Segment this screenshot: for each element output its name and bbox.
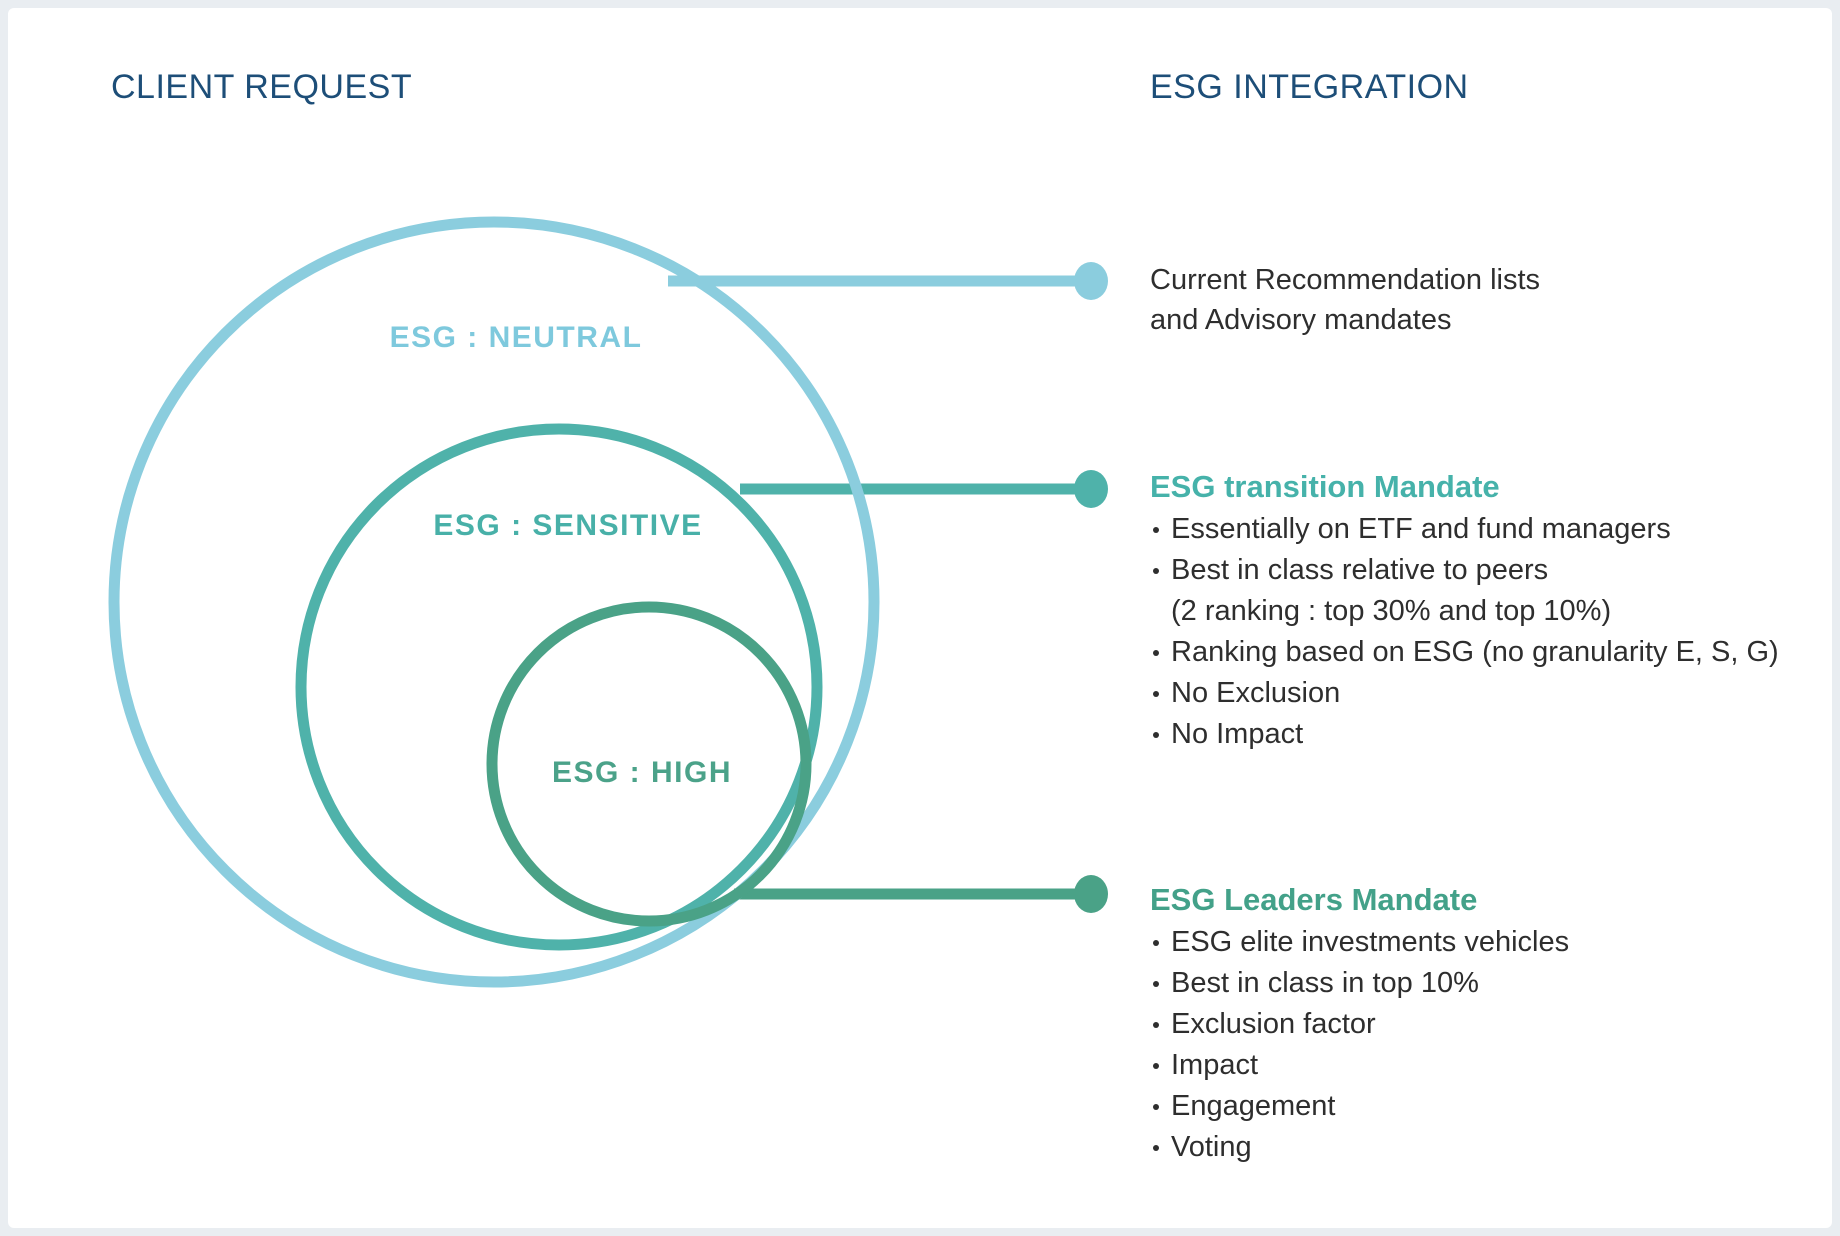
client-request-title: CLIENT REQUEST	[111, 68, 413, 106]
bullet-dot-icon	[1153, 1022, 1159, 1028]
bullet-item: Engagement	[1150, 1086, 1840, 1127]
bullet-dot-icon	[1153, 527, 1159, 533]
bullet-item: ESG elite investments vehicles	[1150, 922, 1840, 963]
esg-integration-title: ESG INTEGRATION	[1150, 68, 1469, 106]
connector-dot-leaders	[1074, 875, 1108, 913]
callout-neutral-line-1: Current Recommendation lists	[1150, 264, 1541, 296]
connector-dot-neutral	[1074, 262, 1108, 300]
bullet-dot-icon	[1153, 981, 1159, 987]
callout-transition-mandate: ESG transition Mandate Essentially on ET…	[1150, 467, 1840, 755]
bullet-item: Ranking based on ESG (no granularity E, …	[1150, 632, 1840, 673]
bullet-dot-icon	[1153, 940, 1159, 946]
bullet-dot-icon	[1153, 1063, 1159, 1069]
venn-inner-circle-high	[486, 601, 812, 927]
venn-middle-circle-sensitive	[295, 423, 823, 951]
bullet-item: Exclusion factor	[1150, 1004, 1840, 1045]
bullet-dot-icon	[1153, 1104, 1159, 1110]
venn-diagram: ESG : NEUTRAL ESG : SENSITIVE ESG : HIGH	[108, 216, 1108, 988]
transition-mandate-bullets: Essentially on ETF and fund managers Bes…	[1150, 509, 1840, 755]
transition-mandate-heading: ESG transition Mandate	[1150, 469, 1500, 504]
leaders-mandate-heading: ESG Leaders Mandate	[1150, 882, 1478, 917]
bullet-dot-icon	[1153, 650, 1159, 656]
leaders-mandate-bullets: ESG elite investments vehicles Best in c…	[1150, 922, 1840, 1168]
bullet-dot-icon	[1153, 691, 1159, 697]
bullet-item: No Exclusion	[1150, 673, 1840, 714]
bullet-dot-icon	[1153, 732, 1159, 738]
bullet-dot-icon	[1153, 568, 1159, 574]
bullet-item: Voting	[1150, 1127, 1840, 1168]
venn-outer-circle-neutral	[108, 216, 880, 988]
bullet-item: Best in class in top 10%	[1150, 963, 1840, 1004]
infographic-card: CLIENT REQUEST ESG INTEGRATION ESG : NEU…	[8, 8, 1832, 1228]
bullet-item: Best in class relative to peers (2 ranki…	[1150, 550, 1840, 632]
venn-label-high: ESG : HIGH	[552, 756, 732, 789]
connector-dot-transition	[1074, 470, 1108, 508]
callout-leaders-mandate: ESG Leaders Mandate ESG elite investment…	[1150, 880, 1840, 1168]
bullet-item: Impact	[1150, 1045, 1840, 1086]
callout-neutral: Current Recommendation lists and Advisor…	[1150, 260, 1840, 340]
callout-neutral-line-2: and Advisory mandates	[1150, 304, 1452, 336]
bullet-item: Essentially on ETF and fund managers	[1150, 509, 1840, 550]
bullet-dot-icon	[1153, 1145, 1159, 1151]
bullet-item: No Impact	[1150, 714, 1840, 755]
venn-label-sensitive: ESG : SENSITIVE	[433, 509, 702, 542]
venn-label-neutral: ESG : NEUTRAL	[390, 321, 643, 354]
